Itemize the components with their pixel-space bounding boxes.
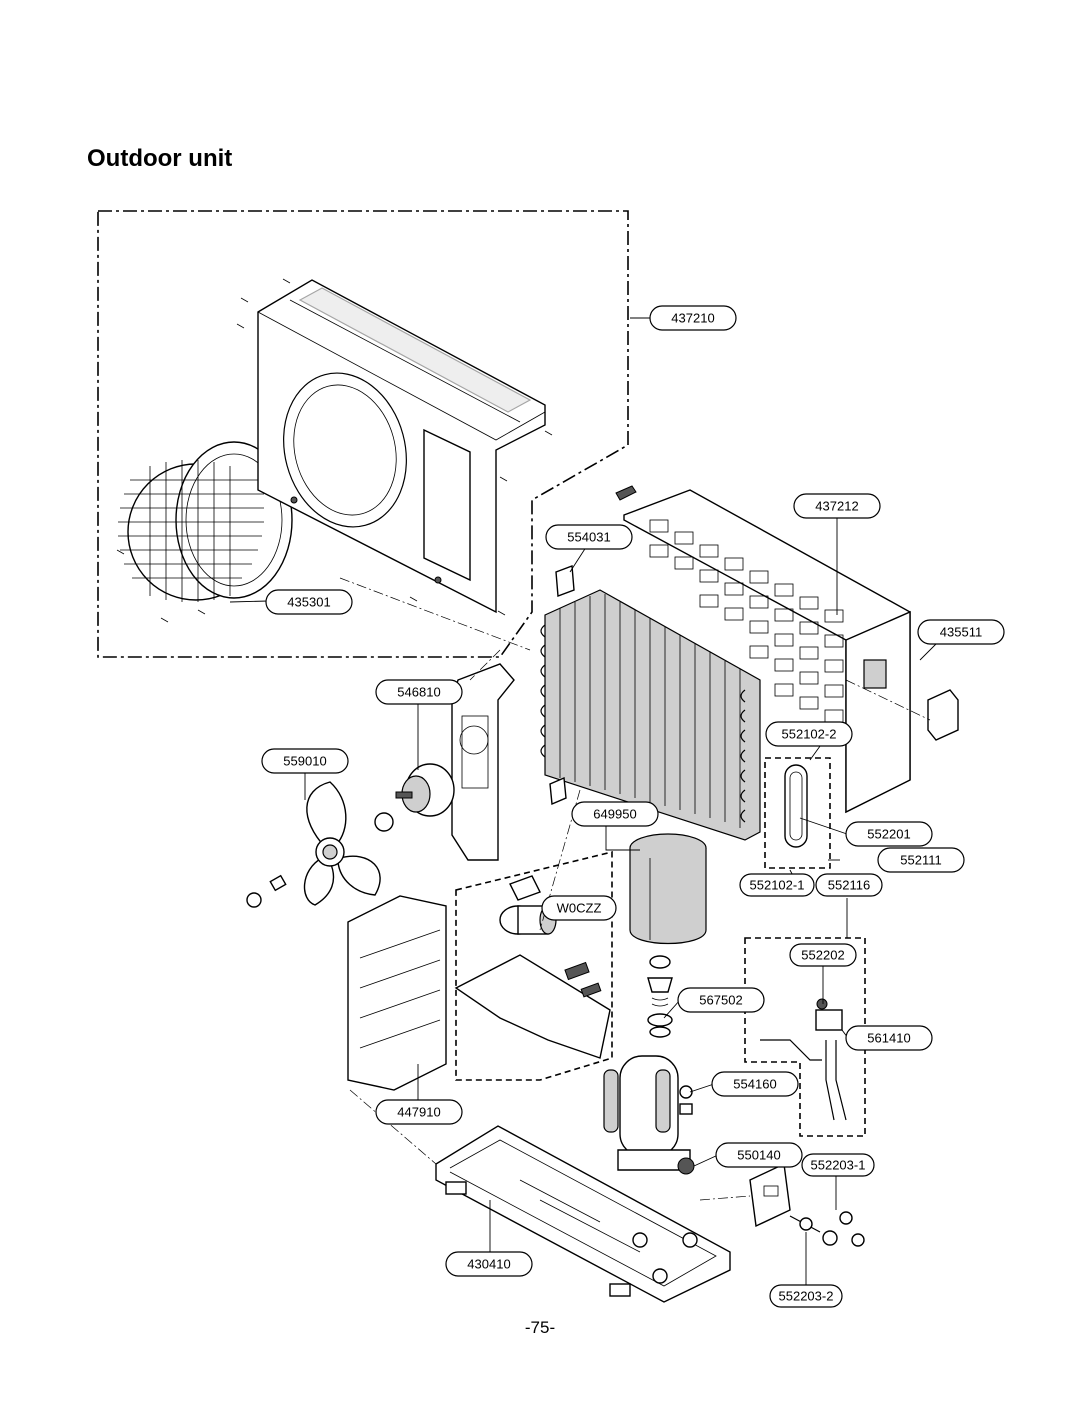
callout-552201: 552201 bbox=[845, 821, 933, 847]
callout-561410: 561410 bbox=[845, 1025, 933, 1051]
screws-front bbox=[116, 278, 553, 623]
reactor-group-box bbox=[764, 757, 831, 869]
callout-label: 546810 bbox=[397, 685, 440, 700]
fan-nut bbox=[246, 874, 287, 908]
callout-label: 550140 bbox=[737, 1148, 780, 1163]
callout-label: 554031 bbox=[567, 530, 610, 545]
callout-435301: 435301 bbox=[265, 589, 353, 615]
callout-554031: 554031 bbox=[545, 524, 633, 550]
callout-label: 552111 bbox=[900, 853, 941, 868]
callout-430410: 430410 bbox=[445, 1251, 533, 1277]
condenser-coil bbox=[540, 589, 761, 841]
coil-clip-bottom bbox=[549, 776, 567, 806]
callout-label: 559010 bbox=[283, 754, 326, 769]
callout-552116: 552116 bbox=[815, 873, 883, 897]
callout-554160: 554160 bbox=[711, 1071, 799, 1097]
page-title: Outdoor unit bbox=[87, 145, 233, 172]
front-cabinet bbox=[257, 279, 546, 614]
callout-label: 437212 bbox=[815, 499, 858, 514]
callout-label: 552201 bbox=[867, 827, 910, 842]
callout-label: 552202 bbox=[801, 948, 844, 963]
terminal-block bbox=[564, 961, 602, 998]
valve-group-box bbox=[744, 937, 866, 1137]
service-valves bbox=[789, 1211, 865, 1247]
callout-label: 567502 bbox=[699, 993, 742, 1008]
callout-552203-2: 552203-2 bbox=[769, 1284, 843, 1308]
callout-550140: 550140 bbox=[715, 1142, 803, 1168]
callout-label: 447910 bbox=[397, 1105, 440, 1120]
reactor-assembly bbox=[784, 764, 808, 848]
side-cover bbox=[927, 689, 959, 741]
callout-label: 552116 bbox=[828, 878, 870, 893]
callout-label: W0CZZ bbox=[557, 901, 602, 916]
callout-label: 649950 bbox=[593, 807, 636, 822]
compressor bbox=[603, 1055, 691, 1171]
cabinet-group-box bbox=[97, 210, 629, 658]
callout-label: 437210 bbox=[671, 311, 714, 326]
compressor-terminal-parts bbox=[647, 955, 673, 1038]
callout-W0CZZ: W0CZZ bbox=[541, 895, 617, 921]
callout-437212: 437212 bbox=[793, 493, 881, 519]
barrier-panel bbox=[347, 895, 447, 1091]
callout-552202: 552202 bbox=[789, 943, 857, 967]
callout-label: 552203-2 bbox=[779, 1289, 834, 1304]
callout-label: 435511 bbox=[940, 625, 982, 640]
callout-label: 552102-1 bbox=[750, 878, 805, 893]
callout-546810: 546810 bbox=[375, 679, 463, 705]
callout-552203-1: 552203-1 bbox=[801, 1153, 875, 1177]
callout-label: 561410 bbox=[867, 1031, 910, 1046]
sound-blanket bbox=[629, 833, 707, 944]
callout-label: 552203-1 bbox=[811, 1158, 866, 1173]
control-plate bbox=[454, 875, 611, 1059]
callout-649950: 649950 bbox=[571, 801, 659, 827]
rear-side-panel bbox=[623, 489, 911, 814]
callout-label: 430410 bbox=[467, 1257, 510, 1272]
callout-label: 554160 bbox=[733, 1077, 776, 1092]
service-valve-pipes bbox=[760, 998, 847, 1121]
page-number: -75- bbox=[524, 1318, 556, 1337]
callout-447910: 447910 bbox=[375, 1099, 463, 1125]
compressor-mounts bbox=[677, 1085, 695, 1175]
coil-clip-top bbox=[555, 565, 575, 597]
callout-552111: 552111 bbox=[877, 847, 965, 873]
callout-435511: 435511 bbox=[917, 619, 1005, 645]
control-box-group bbox=[455, 850, 613, 1081]
callout-559010: 559010 bbox=[261, 748, 349, 774]
propeller-fan bbox=[303, 781, 394, 906]
callout-label: 435301 bbox=[287, 595, 330, 610]
callout-567502: 567502 bbox=[677, 987, 765, 1013]
top-bracket-small bbox=[615, 485, 637, 501]
base-pan bbox=[435, 1125, 731, 1303]
callout-552102-1: 552102-1 bbox=[739, 873, 815, 897]
motor-bracket bbox=[451, 663, 515, 861]
fan-motor bbox=[395, 763, 455, 817]
valve-plate bbox=[749, 1162, 791, 1228]
callout-label: 552102-2 bbox=[782, 727, 837, 742]
callout-437210: 437210 bbox=[649, 305, 737, 331]
callout-552102-2: 552102-2 bbox=[765, 721, 853, 747]
